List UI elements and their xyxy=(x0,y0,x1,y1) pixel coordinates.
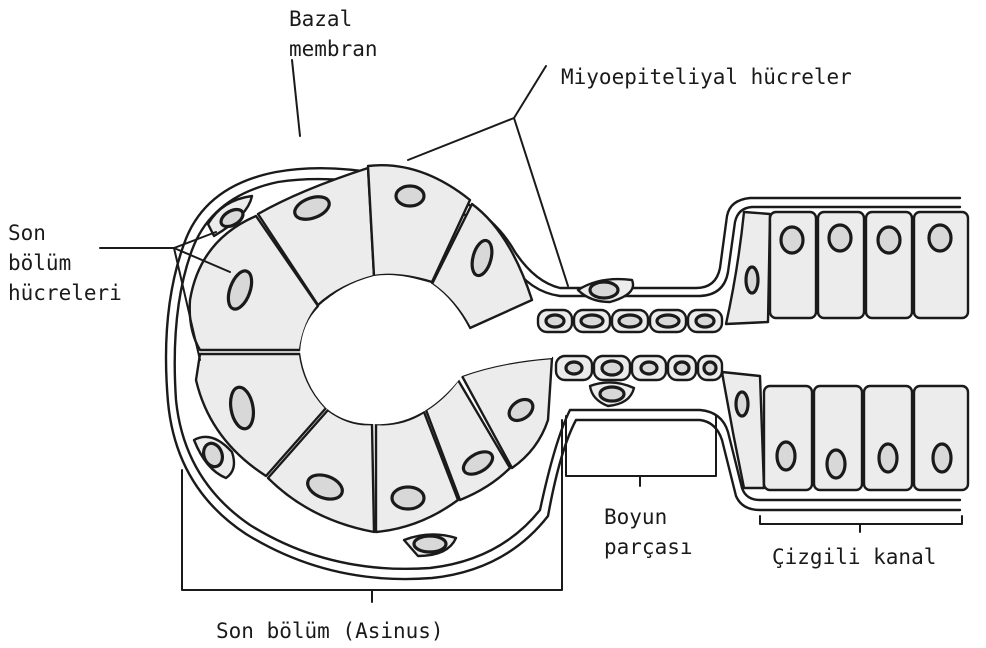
nucleus xyxy=(600,387,624,401)
nucleus xyxy=(879,444,897,472)
nucleus xyxy=(736,392,748,416)
label-boyun-line2: parçası xyxy=(604,532,693,562)
nucleus xyxy=(657,315,679,327)
label-boyun-line1: Boyun xyxy=(604,502,693,532)
label-miyoepitel-text: Miyoepiteliyal hücreler xyxy=(561,62,852,92)
leader-bazal-membran xyxy=(292,60,300,136)
nucleus xyxy=(590,282,618,298)
bracket-boyun xyxy=(566,416,716,486)
label-cizgili-text: Çizgili kanal xyxy=(772,542,936,572)
label-miyoepitel: Miyoepiteliyal hücreler xyxy=(561,62,852,92)
nucleus xyxy=(929,225,951,251)
acinar-cells xyxy=(190,165,552,532)
nucleus xyxy=(933,444,951,472)
label-son-line1: Son xyxy=(8,218,122,248)
label-boyun-parcasi: Boyun parçası xyxy=(604,502,693,562)
label-bazal-line2: membran xyxy=(289,34,378,64)
nucleus xyxy=(392,487,424,509)
label-son-line2: bölüm xyxy=(8,248,122,278)
leader-myoepitel xyxy=(408,66,546,160)
striated-cell xyxy=(764,386,812,490)
nucleus xyxy=(641,362,657,374)
label-bazal-line1: Bazal xyxy=(289,4,378,34)
label-son-bolum-asinus: Son bölüm (Asinus) xyxy=(216,616,444,646)
bracket-cizgili xyxy=(760,516,962,532)
nucleus xyxy=(414,536,446,552)
nucleus xyxy=(781,227,803,253)
nucleus xyxy=(396,186,424,206)
nucleus xyxy=(602,361,622,375)
nucleus xyxy=(581,315,603,327)
label-bazal-membran: Bazal membran xyxy=(289,4,378,64)
nucleus xyxy=(704,362,716,374)
striated-duct-cells xyxy=(722,212,968,490)
nucleus xyxy=(546,315,564,327)
nucleus xyxy=(696,315,714,327)
striated-cell xyxy=(914,386,968,490)
label-cizgili-kanal: Çizgili kanal xyxy=(772,542,936,572)
nucleus xyxy=(619,315,641,327)
nucleus xyxy=(675,362,689,374)
striated-cell xyxy=(864,386,912,490)
nucleus xyxy=(566,362,582,374)
label-son-bolum-hucreleri: Son bölüm hücreleri xyxy=(8,218,122,308)
label-son-line3: hücreleri xyxy=(8,278,122,308)
nucleus xyxy=(829,225,851,251)
nucleus xyxy=(878,227,900,253)
label-asinus-text: Son bölüm (Asinus) xyxy=(216,616,444,646)
nucleus xyxy=(777,442,795,470)
nucleus xyxy=(827,450,845,478)
nucleus xyxy=(746,267,758,293)
